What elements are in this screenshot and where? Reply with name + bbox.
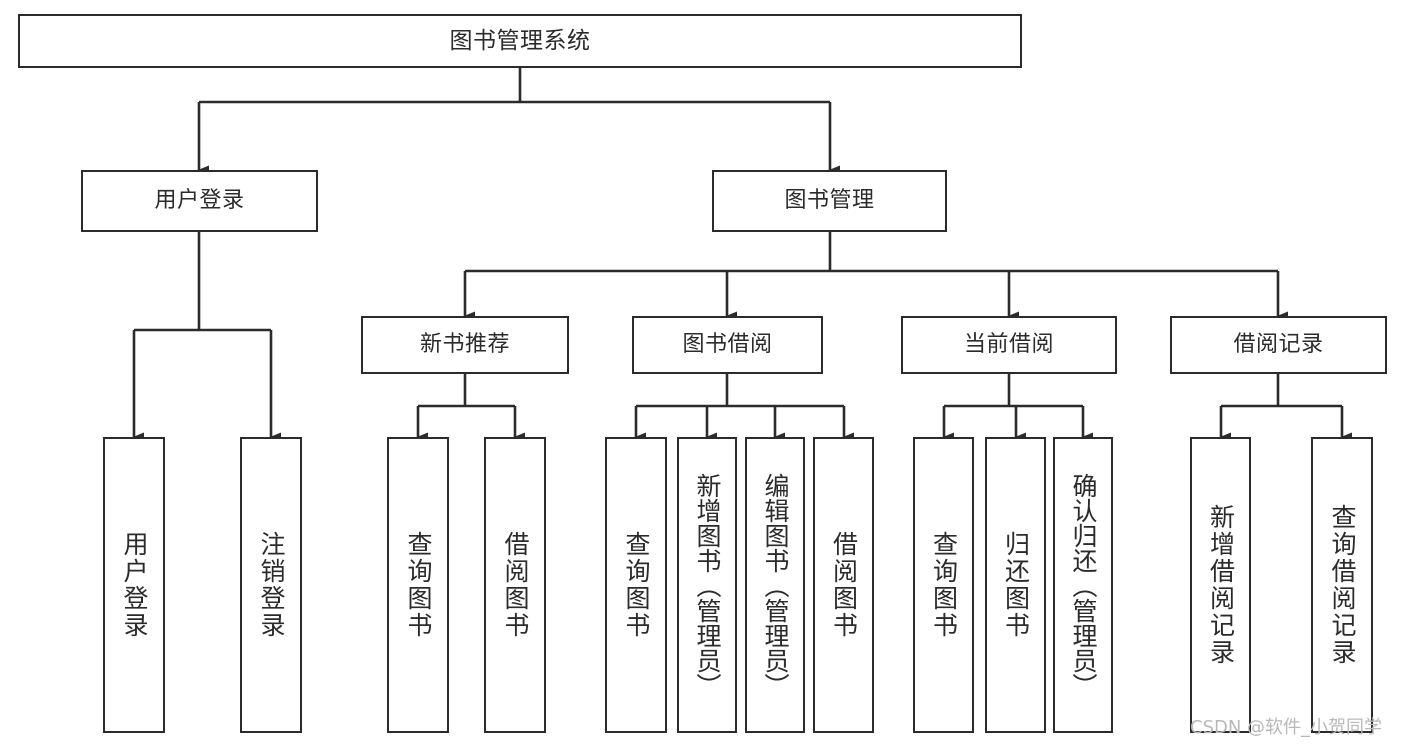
node-label: 新增借阅记录 (1206, 504, 1236, 666)
leaf-return-book[interactable]: 归还图书 (985, 437, 1046, 733)
node-label: 借阅记录 (1233, 332, 1324, 358)
leaf-borrow-book-bb[interactable]: 借阅图书 (813, 437, 874, 733)
leaf-logout[interactable]: 注销登录 (240, 437, 302, 733)
node-label: 当前借阅 (963, 332, 1054, 358)
node-current-borrow[interactable]: 当前借阅 (901, 316, 1117, 374)
node-label: 新增图书（管理员） (693, 472, 722, 698)
node-label: 注销登录 (257, 531, 286, 639)
node-label: 用户登录 (120, 531, 149, 639)
leaf-user-login[interactable]: 用户登录 (103, 437, 165, 733)
leaf-borrow-book-nbr[interactable]: 借阅图书 (484, 437, 546, 733)
node-label: 查询图书 (929, 531, 959, 639)
node-root-book-management-system[interactable]: 图书管理系统 (18, 14, 1022, 68)
node-book-borrow[interactable]: 图书借阅 (632, 316, 823, 374)
node-label: 新书推荐 (419, 332, 510, 358)
node-label: 查询图书 (404, 531, 433, 639)
leaf-query-borrow-record[interactable]: 查询借阅记录 (1311, 437, 1373, 733)
node-user-login[interactable]: 用户登录 (81, 170, 318, 232)
node-label: 图书管理系统 (449, 27, 591, 54)
node-label: 用户登录 (154, 188, 245, 214)
leaf-query-book-cb[interactable]: 查询图书 (913, 437, 974, 733)
node-label: 确认归还（管理员） (1069, 472, 1098, 698)
leaf-confirm-return-admin[interactable]: 确认归还（管理员） (1053, 437, 1113, 733)
leaf-query-book-bb[interactable]: 查询图书 (605, 437, 667, 733)
node-label: 图书管理 (784, 188, 875, 214)
leaf-add-book-admin[interactable]: 新增图书（管理员） (677, 437, 737, 733)
node-label: 借阅图书 (501, 531, 530, 639)
node-borrow-record[interactable]: 借阅记录 (1170, 316, 1387, 374)
node-label: 编辑图书（管理员） (761, 472, 790, 698)
node-book-management[interactable]: 图书管理 (712, 170, 947, 232)
node-new-book-recommend[interactable]: 新书推荐 (361, 316, 569, 374)
node-label: 查询图书 (622, 531, 651, 639)
node-label: 借阅图书 (829, 531, 859, 639)
node-label: 查询借阅记录 (1328, 504, 1357, 666)
leaf-add-borrow-record[interactable]: 新增借阅记录 (1190, 437, 1251, 733)
node-label: 图书借阅 (682, 332, 773, 358)
leaf-edit-book-admin[interactable]: 编辑图书（管理员） (745, 437, 805, 733)
leaf-query-book-nbr[interactable]: 查询图书 (387, 437, 449, 733)
node-label: 归还图书 (1001, 531, 1031, 639)
